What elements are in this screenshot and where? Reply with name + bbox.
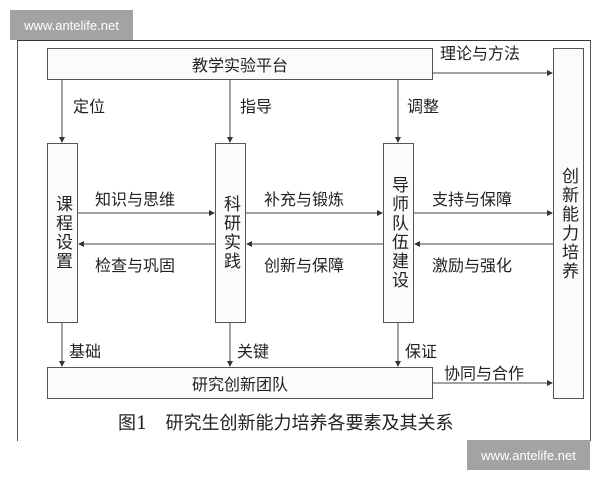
supervisor-label: 导师队伍建设 (388, 176, 408, 290)
label-guidance: 指导 (240, 97, 273, 116)
label-backward-1: 检查与巩固 (95, 256, 176, 275)
watermark-top: www.antelife.net (10, 10, 133, 40)
figure-caption: 图1 研究生创新能力培养各要素及其关系 (118, 413, 454, 434)
label-forward-2: 补充与锻炼 (264, 190, 345, 209)
label-forward-1: 知识与思维 (95, 190, 176, 209)
course-label: 课程设置 (52, 195, 72, 271)
label-key: 关键 (237, 342, 270, 361)
label-forward-3: 支持与保障 (432, 190, 513, 209)
figure-frame (17, 40, 591, 441)
teaching-platform-label: 教学实验平台 (191, 56, 288, 75)
innovation-ability-box: 创新能力培养 (553, 48, 584, 399)
research-team-box: 研究创新团队 (47, 367, 433, 399)
label-backward-2: 创新与保障 (264, 256, 345, 275)
watermark-bottom: www.antelife.net (467, 440, 590, 470)
label-adjustment: 调整 (407, 97, 440, 116)
supervisor-box: 导师队伍建设 (383, 143, 414, 323)
teaching-platform-box: 教学实验平台 (47, 48, 433, 80)
label-backward-3: 激励与强化 (432, 256, 513, 275)
label-positioning: 定位 (73, 97, 106, 116)
research-practice-box: 科研实践 (215, 143, 246, 323)
course-box: 课程设置 (47, 143, 78, 323)
label-theory-method: 理论与方法 (440, 44, 521, 63)
research-practice-label: 科研实践 (220, 195, 240, 271)
label-guarantee: 保证 (405, 342, 438, 361)
label-foundation: 基础 (69, 342, 102, 361)
label-collaboration: 协同与合作 (444, 364, 525, 383)
research-team-label: 研究创新团队 (191, 375, 288, 394)
innovation-ability-label: 创新能力培养 (558, 166, 578, 281)
